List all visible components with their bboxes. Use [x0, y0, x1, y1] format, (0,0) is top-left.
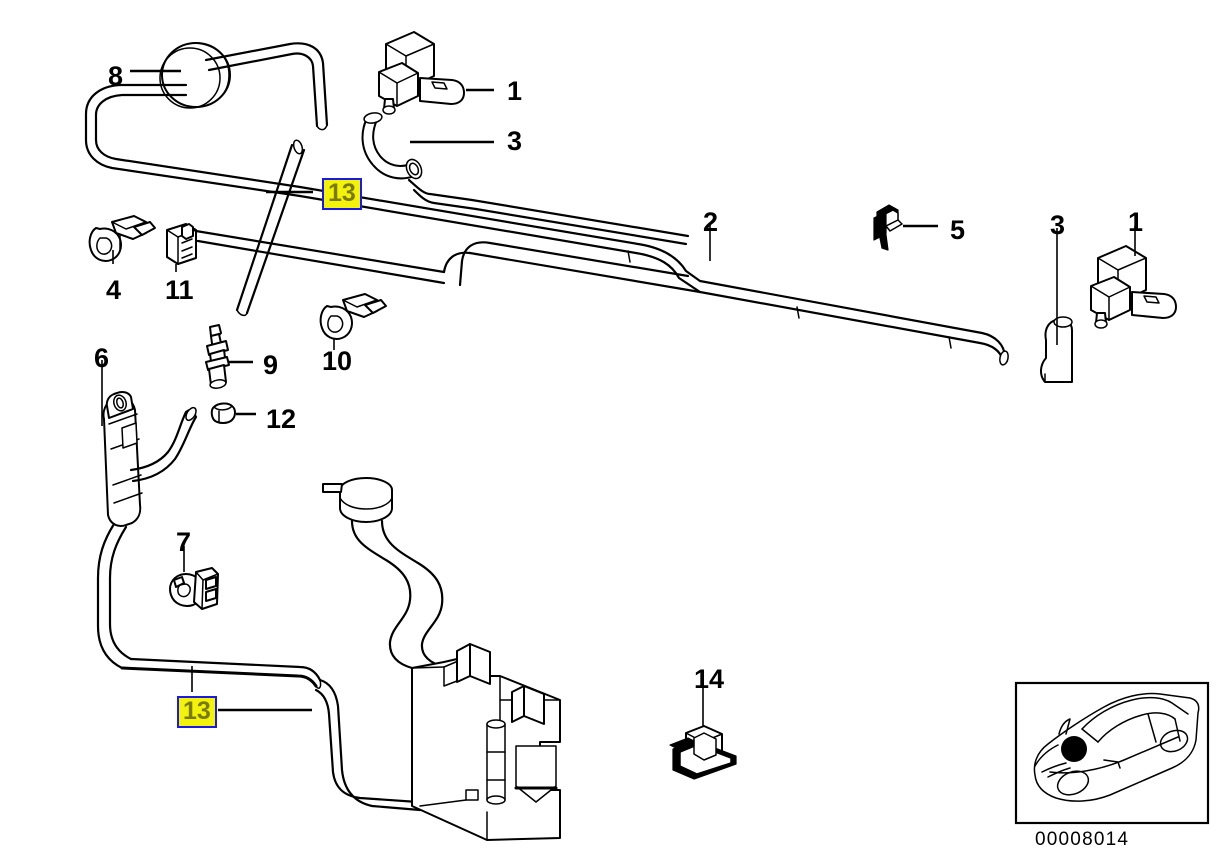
- callout-12[interactable]: 12: [266, 404, 297, 434]
- part-11-block-connector-clip: [166, 223, 197, 265]
- part-10-hose-clamp-clip: [319, 293, 387, 340]
- callout-3-left[interactable]: 3: [507, 126, 523, 156]
- part-12-seal-ring-bushing: [210, 402, 236, 424]
- callout-7[interactable]: 7: [176, 527, 192, 557]
- part-1-left-washer-nozzle: [378, 31, 465, 115]
- part-6-headlight-washer-jet: [96, 391, 198, 670]
- part-5-retaining-clip-bracket: [873, 204, 903, 251]
- part-4-hose-clamp-clip: [88, 215, 156, 262]
- vehicle-location-inset: [1014, 681, 1210, 825]
- part-7-star-grommet-clip: [169, 567, 219, 610]
- part-13-lower-hose-segment: [120, 657, 422, 812]
- part-3-left-elbow-hose: [361, 112, 423, 180]
- upper-hose-assembly: [84, 42, 1009, 366]
- callout-13-upper[interactable]: 13: [322, 178, 362, 210]
- part-13-upper-hose-segment: [235, 139, 306, 317]
- callout-13-lower[interactable]: 13: [177, 696, 217, 728]
- callout-2[interactable]: 2: [703, 207, 719, 237]
- nozzle-feed-hose-left: [407, 178, 690, 246]
- part-9-non-return-valve: [205, 324, 230, 389]
- callout-10[interactable]: 10: [322, 346, 353, 376]
- part-8-rubber-grommet-disc: [159, 42, 231, 109]
- callout-3-right[interactable]: 3: [1050, 210, 1066, 240]
- part-14-hose-bracket-clip: [669, 725, 737, 780]
- diagram-id-text: 00008014: [1035, 829, 1130, 850]
- callout-8[interactable]: 8: [108, 61, 124, 91]
- callout-6[interactable]: 6: [94, 343, 110, 373]
- part-3-right-elbow-hose: [1040, 316, 1073, 383]
- leader-lines: [101, 69, 1136, 726]
- part-1-right-washer-nozzle: [1090, 245, 1177, 329]
- callout-1-left[interactable]: 1: [507, 76, 523, 106]
- callout-4[interactable]: 4: [106, 275, 122, 305]
- washer-fluid-reservoir-tank: [322, 477, 561, 841]
- callout-5[interactable]: 5: [950, 215, 966, 245]
- callout-1-right[interactable]: 1: [1128, 207, 1144, 237]
- callout-9[interactable]: 9: [263, 350, 279, 380]
- callout-14[interactable]: 14: [694, 664, 725, 694]
- callout-11[interactable]: 11: [165, 275, 194, 305]
